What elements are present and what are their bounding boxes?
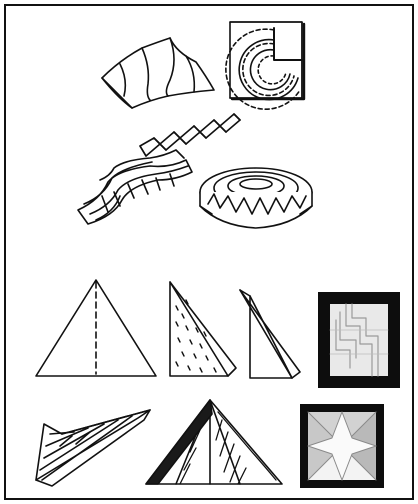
pleated-strip-sketch <box>140 114 240 156</box>
narrow-folded-triangle <box>240 290 300 378</box>
folded-paper-relief-photo <box>318 292 400 388</box>
star-fold-tile-photo <box>300 404 384 488</box>
triangle-with-dashed-crease <box>36 280 156 376</box>
folded-ring-sketch <box>200 168 312 228</box>
spiral-fold-square-sketch <box>226 22 304 109</box>
wavy-pleats-sketch <box>78 150 192 224</box>
triangle-folded-half-dotted <box>170 282 236 376</box>
striped-folded-triangle <box>36 410 150 486</box>
wavy-sheet-sketch <box>102 38 214 108</box>
decorated-pyramid-triangle <box>146 400 282 484</box>
